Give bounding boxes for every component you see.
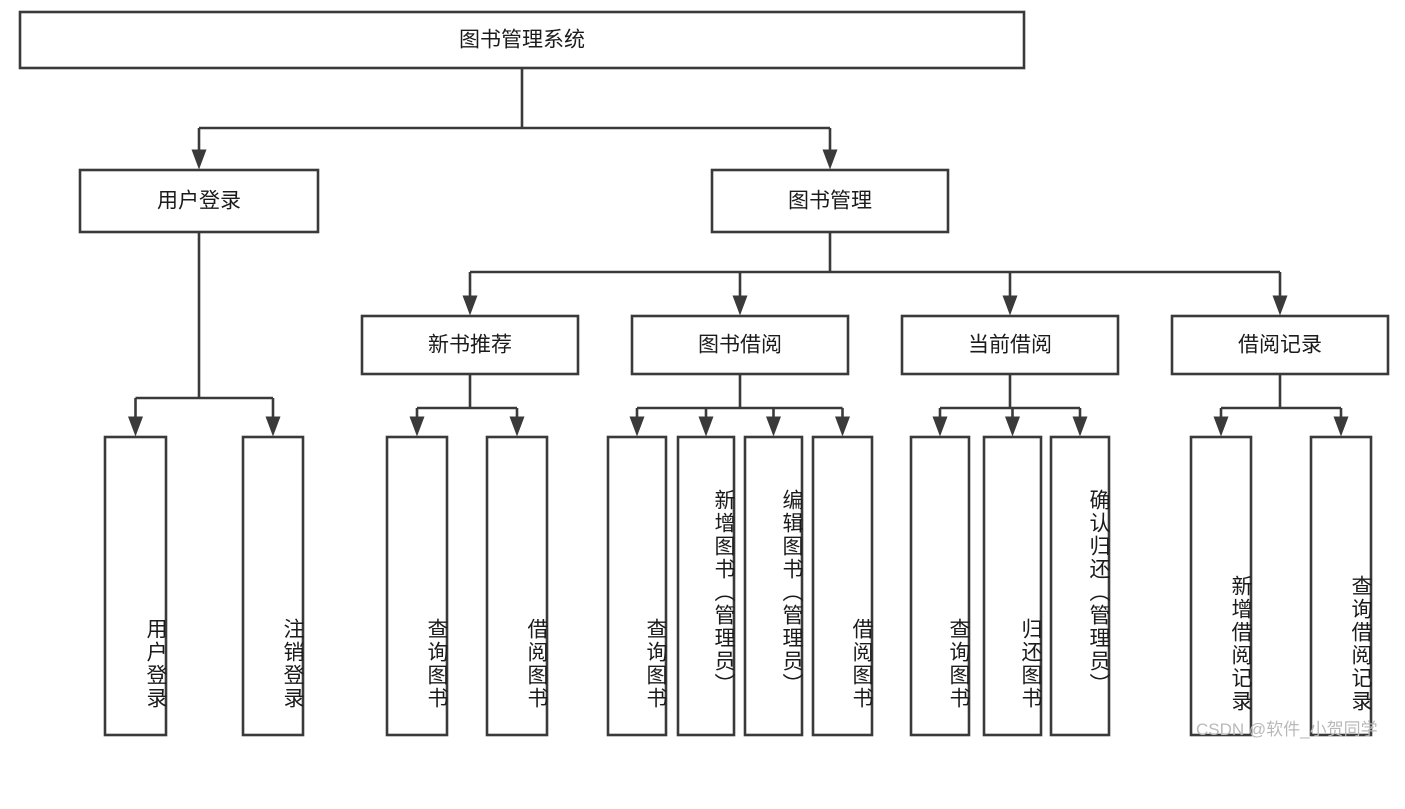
node-leaf-borrow-book-1 [485,435,549,737]
node-leaf-edit-book-admin [743,435,804,737]
arrow-head-icon [1272,295,1288,316]
node-current-borrow [900,314,1120,376]
arrow-head-icon [1213,416,1229,437]
node-leaf-user-login [103,435,168,737]
node-leaf-query-book-3 [909,435,971,737]
arrow-head-icon [932,416,948,437]
connector-layer [128,68,1349,437]
arrow-head-icon [629,416,645,437]
arrow-head-icon [1005,416,1020,437]
node-leaf-user-logout [241,435,305,737]
arrow-head-icon [1002,295,1018,316]
node-leaf-borrow-book-2 [811,435,874,737]
arrow-head-icon [409,416,425,437]
arrow-head-icon [822,149,838,170]
node-leaf-add-borrow-record [1189,435,1253,737]
arrow-head-icon [462,295,478,316]
arrow-head-icon [835,416,850,437]
arrow-head-icon [128,416,143,437]
arrow-head-icon [766,416,781,437]
arrow-head-icon [265,416,281,437]
node-book-manage [710,168,950,234]
node-label-root: 图书管理系统 [459,29,585,52]
node-leaf-confirm-return-admin [1049,435,1111,737]
node-label-new-book-recommend: 新书推荐 [428,334,512,357]
node-box-layer [18,10,1390,737]
arrow-head-icon [191,149,207,170]
node-leaf-query-book-1 [385,435,449,737]
node-new-book-recommend [360,314,580,376]
node-book-borrow [630,314,850,376]
node-label-borrow-record: 借阅记录 [1238,334,1322,357]
node-label-book-borrow: 图书借阅 [698,334,782,357]
node-leaf-return-book [982,435,1043,737]
arrow-head-icon [698,416,714,437]
node-label-book-manage: 图书管理 [788,190,872,213]
node-label-current-borrow: 当前借阅 [968,334,1052,357]
node-leaf-query-borrow-record [1309,435,1373,737]
node-label-user-login: 用户登录 [157,190,241,213]
arrow-head-icon [509,416,525,437]
node-leaf-query-book-2 [606,435,668,737]
arrow-head-icon [732,295,748,316]
node-leaf-add-book-admin [676,435,736,737]
node-user-login [78,168,320,234]
watermark: CSDN @软件_小贺同学 [1196,720,1378,739]
arrow-head-icon [1333,416,1349,437]
node-borrow-record [1170,314,1390,376]
arrow-head-icon [1072,416,1088,437]
node-root-book-management-system [18,10,1026,70]
